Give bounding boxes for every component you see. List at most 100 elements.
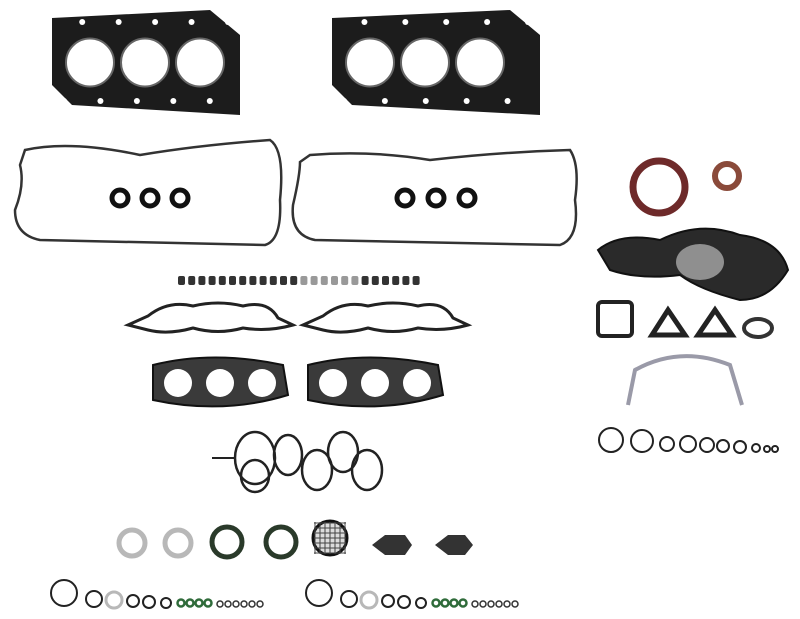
metal-seal-ring [104,590,124,610]
o-ring [415,597,427,609]
plenum-gasket-loop [350,448,384,492]
spark-plug-tube-seal [425,187,447,209]
o-ring-green [449,598,459,608]
valve-stem-seal [412,276,420,285]
cylinder-bore [175,37,225,88]
bolt-hole [115,19,122,25]
exhaust-port [319,369,347,397]
valve-stem-seal [290,276,298,285]
head-gasket-right [332,10,540,115]
valve-stem-seal [331,276,338,285]
exhaust-port [403,369,431,397]
o-ring [305,579,333,607]
bolt-hole [381,98,388,104]
valve-stem-seal [188,276,196,285]
valve-stem-seal [320,276,328,285]
valve-stem-seal [341,276,349,285]
intake-gasket-outline [298,301,473,334]
valve-stem-seal [198,276,206,285]
o-ring [598,427,624,453]
o-ring [50,579,78,607]
bolt-hole [152,19,159,25]
valve-stem-seal [259,276,267,285]
triangle-gasket [693,305,737,338]
o-ring [340,590,358,608]
o-ring [216,600,224,608]
valve-stem-seal [178,276,185,285]
valve-stem-seal [269,276,277,285]
o-ring [487,600,495,608]
intake-manifold-gasket-right [298,301,473,334]
bolt-hole [361,19,368,25]
o-ring [511,600,519,608]
valve-stem-seal [371,276,379,285]
bolt-hole [170,98,177,104]
valve-stem-seal [218,276,226,285]
plenum-gasket-loop [272,433,304,477]
valve-stem-seal [402,276,410,285]
o-ring [142,595,156,609]
cylinder-bore [65,37,115,88]
exhaust-manifold-gasket-right [307,356,445,408]
valve-stem-seal [300,276,308,285]
bolt-hole [402,19,409,25]
o-ring [733,440,747,454]
o-ring-green [203,598,213,608]
bolt-hole [188,19,195,25]
bolt-hole [225,19,231,25]
bolt-hole [484,19,491,25]
o-ring-green [176,598,186,608]
exhaust-port [206,369,234,397]
egr-pipe-gasket [372,535,412,555]
metal-seal-ring [116,527,148,559]
bolt-hole [463,98,470,104]
o-ring-green [185,598,195,608]
o-ring [699,437,715,453]
plenum-gasket-loop [326,430,360,474]
bolt-hole [133,98,140,104]
cylinder-bore [345,37,395,88]
valve-stem-seal [229,276,236,285]
spark-plug-tube-seal [456,187,478,209]
throttle-body-seal [209,524,245,560]
spark-plug-tube-seal [169,187,191,209]
exhaust-port [164,369,192,397]
o-ring [126,594,140,608]
o-ring [679,435,697,453]
bolt-hole [504,98,511,104]
bolt-hole [206,98,213,104]
intake-gasket-outline [123,301,298,334]
bolt-hole [61,98,67,104]
bolt-hole [422,98,429,104]
o-ring [397,595,411,609]
spark-plug-tube-seal [109,187,131,209]
metal-seal-ring [359,590,379,610]
o-ring [659,436,675,452]
cylinder-bore [400,37,450,88]
square-gasket [596,300,634,338]
o-ring [381,594,395,608]
o-ring [471,600,479,608]
o-ring [479,600,487,608]
bolt-hole [341,98,347,104]
o-ring-green [458,598,468,608]
valve-stem-seal [208,276,216,285]
o-ring [240,600,248,608]
bolt-hole [525,19,531,25]
valve-stem-seal [239,276,247,285]
bolt-hole [97,98,104,104]
o-ring [248,600,256,608]
o-ring [763,445,771,453]
valve-stem-seal [280,276,287,285]
o-ring [256,600,264,608]
plenum-gasket-loop [239,458,271,494]
bolt-hole [79,19,86,25]
o-ring [495,600,503,608]
valve-stem-seal [310,276,318,285]
o-ring-green [431,598,441,608]
o-ring [224,600,232,608]
valve-stem-seal [392,276,400,285]
bolt-hole [443,19,450,25]
rear-main-seal [629,157,689,217]
